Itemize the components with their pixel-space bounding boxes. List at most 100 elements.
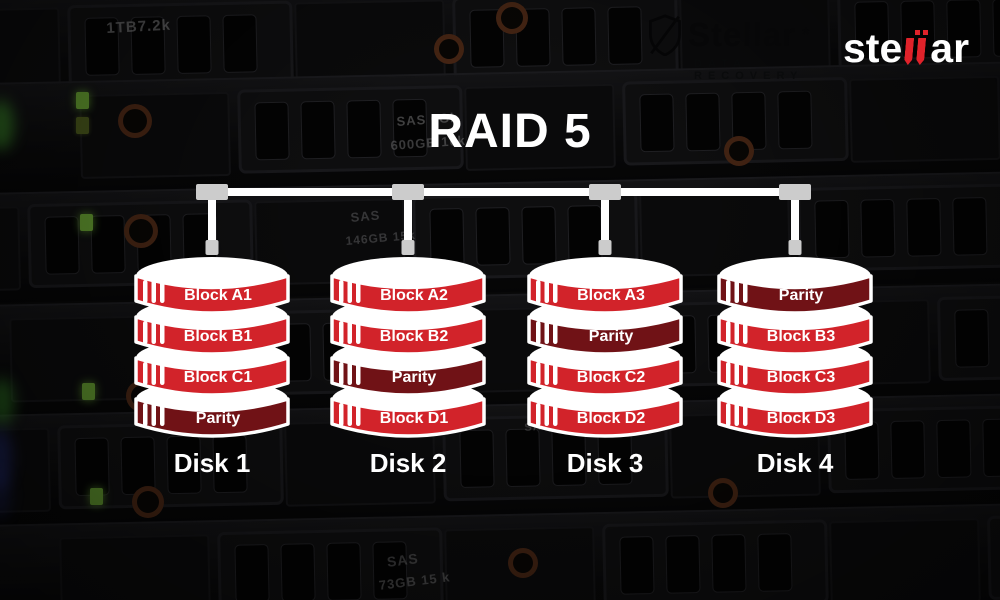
band-stripes-icon — [160, 321, 165, 344]
bus-node — [779, 184, 811, 200]
disk-band-label: Parity — [392, 369, 437, 386]
disk-band-label: Parity — [589, 328, 634, 345]
disk-cylinder-graphic: Block D3 Block C3 Block B3 Parity — [717, 257, 873, 438]
disk-band-data: Block A1 — [134, 257, 290, 315]
band-stripes-icon — [734, 362, 739, 385]
band-stripes-icon — [726, 403, 731, 426]
bus-horizontal-line — [196, 188, 811, 196]
stellar-logo-text-pre: ste — [843, 25, 903, 71]
disk-cylinder-graphic: Block D1 Parity Block B2 Block A2 — [330, 257, 486, 438]
band-stripes-icon — [544, 321, 549, 344]
band-stripes-icon — [553, 403, 558, 426]
disk-stack-4: Block D3 Block C3 Block B3 Parity — [715, 252, 875, 457]
disk-band-label: Block B1 — [184, 328, 253, 345]
disk-stack-2: Block D1 Parity Block B2 Block A2 — [328, 252, 488, 457]
bus-node — [392, 184, 424, 200]
band-stripes-icon — [347, 403, 352, 426]
band-stripes-icon — [356, 403, 361, 426]
band-stripes-icon — [536, 362, 541, 385]
disk-band-label: Block A1 — [184, 287, 252, 304]
band-stripes-icon — [143, 362, 148, 385]
disk-stack-3: Block D2 Block C2 Parity Block A3 — [525, 252, 685, 457]
band-stripes-icon — [356, 321, 361, 344]
disk-band-label: Block B2 — [380, 328, 449, 345]
band-stripes-icon — [356, 280, 361, 303]
band-stripes-icon — [544, 280, 549, 303]
band-stripes-icon — [726, 321, 731, 344]
band-stripes-icon — [339, 280, 344, 303]
band-stripes-icon — [734, 321, 739, 344]
disk-cylinder-graphic: Block D2 Block C2 Parity Block A3 — [527, 257, 683, 438]
bus-drop-line — [791, 194, 799, 242]
band-stripes-icon — [143, 280, 148, 303]
bus-node — [196, 184, 228, 200]
band-stripes-icon — [347, 362, 352, 385]
disk-cylinder-graphic: Parity Block C1 Block B1 Block A1 — [134, 257, 290, 438]
band-stripes-icon — [743, 321, 748, 344]
band-stripes-icon — [339, 362, 344, 385]
band-stripes-icon — [339, 321, 344, 344]
disk-label-1: Disk 1 — [173, 448, 251, 478]
band-stripes-icon — [151, 403, 156, 426]
bus-node — [589, 184, 621, 200]
disk-band-label: Parity — [779, 287, 824, 304]
disk-band-data: Block A2 — [330, 257, 486, 315]
watermark-tagline: DATA RECOVERY — [694, 58, 804, 82]
disk-band-label: Block B3 — [767, 328, 836, 345]
band-stripes-icon — [553, 362, 558, 385]
watermark-name: Stellar — [688, 16, 796, 53]
band-stripes-icon — [743, 403, 748, 426]
band-stripes-icon — [553, 321, 558, 344]
bus-drop-line — [601, 194, 609, 242]
raid-bus-connector — [196, 184, 811, 255]
band-stripes-icon — [143, 403, 148, 426]
disk-band-data: Block B3 — [717, 298, 873, 356]
disk-band-label: Block D2 — [577, 410, 646, 427]
band-stripes-icon — [544, 362, 549, 385]
disk-band-label: Block A2 — [380, 287, 448, 304]
disk-label-2: Disk 2 — [369, 448, 447, 478]
band-stripes-icon — [347, 280, 352, 303]
bus-end-cap — [205, 240, 219, 255]
shield-icon — [649, 14, 681, 56]
band-stripes-icon — [743, 280, 748, 303]
disk-label-4: Disk 4 — [756, 448, 834, 478]
band-stripes-icon — [553, 280, 558, 303]
stellar-watermark: Stellar * DATA RECOVERY — [648, 14, 858, 82]
band-stripes-icon — [339, 403, 344, 426]
bus-drop-line — [208, 194, 216, 242]
disk-band-label: Block C2 — [577, 369, 646, 386]
disk-band-label: Block C1 — [184, 369, 253, 386]
band-stripes-icon — [356, 362, 361, 385]
bus-drop-line — [404, 194, 412, 242]
disk-band-data: Block A3 — [527, 257, 683, 315]
bus-end-cap — [788, 240, 802, 255]
band-stripes-icon — [143, 321, 148, 344]
bus-end-cap — [598, 240, 612, 255]
disk-band-label: Parity — [196, 410, 241, 427]
band-stripes-icon — [734, 403, 739, 426]
stellar-logo: ste ar — [843, 26, 969, 70]
bus-end-cap — [401, 240, 415, 255]
band-stripes-icon — [743, 362, 748, 385]
band-stripes-icon — [734, 280, 739, 303]
page-title: RAID 5 — [428, 105, 592, 158]
band-stripes-icon — [536, 280, 541, 303]
disk-band-label: Block C3 — [767, 369, 836, 386]
disk-label-3: Disk 3 — [566, 448, 644, 478]
band-stripes-icon — [160, 403, 165, 426]
disk-band-label: Block D1 — [380, 410, 449, 427]
band-stripes-icon — [726, 280, 731, 303]
disk-band-label: Block D3 — [767, 410, 836, 427]
band-stripes-icon — [160, 362, 165, 385]
disk-stack-1: Parity Block C1 Block B1 Block A1 — [132, 252, 292, 457]
band-stripes-icon — [536, 321, 541, 344]
band-stripes-icon — [347, 321, 352, 344]
band-stripes-icon — [151, 362, 156, 385]
band-stripes-icon — [160, 280, 165, 303]
band-stripes-icon — [544, 403, 549, 426]
stellar-logo-text-post: ar — [930, 25, 970, 71]
band-stripes-icon — [151, 321, 156, 344]
disk-band-label: Block A3 — [577, 287, 645, 304]
